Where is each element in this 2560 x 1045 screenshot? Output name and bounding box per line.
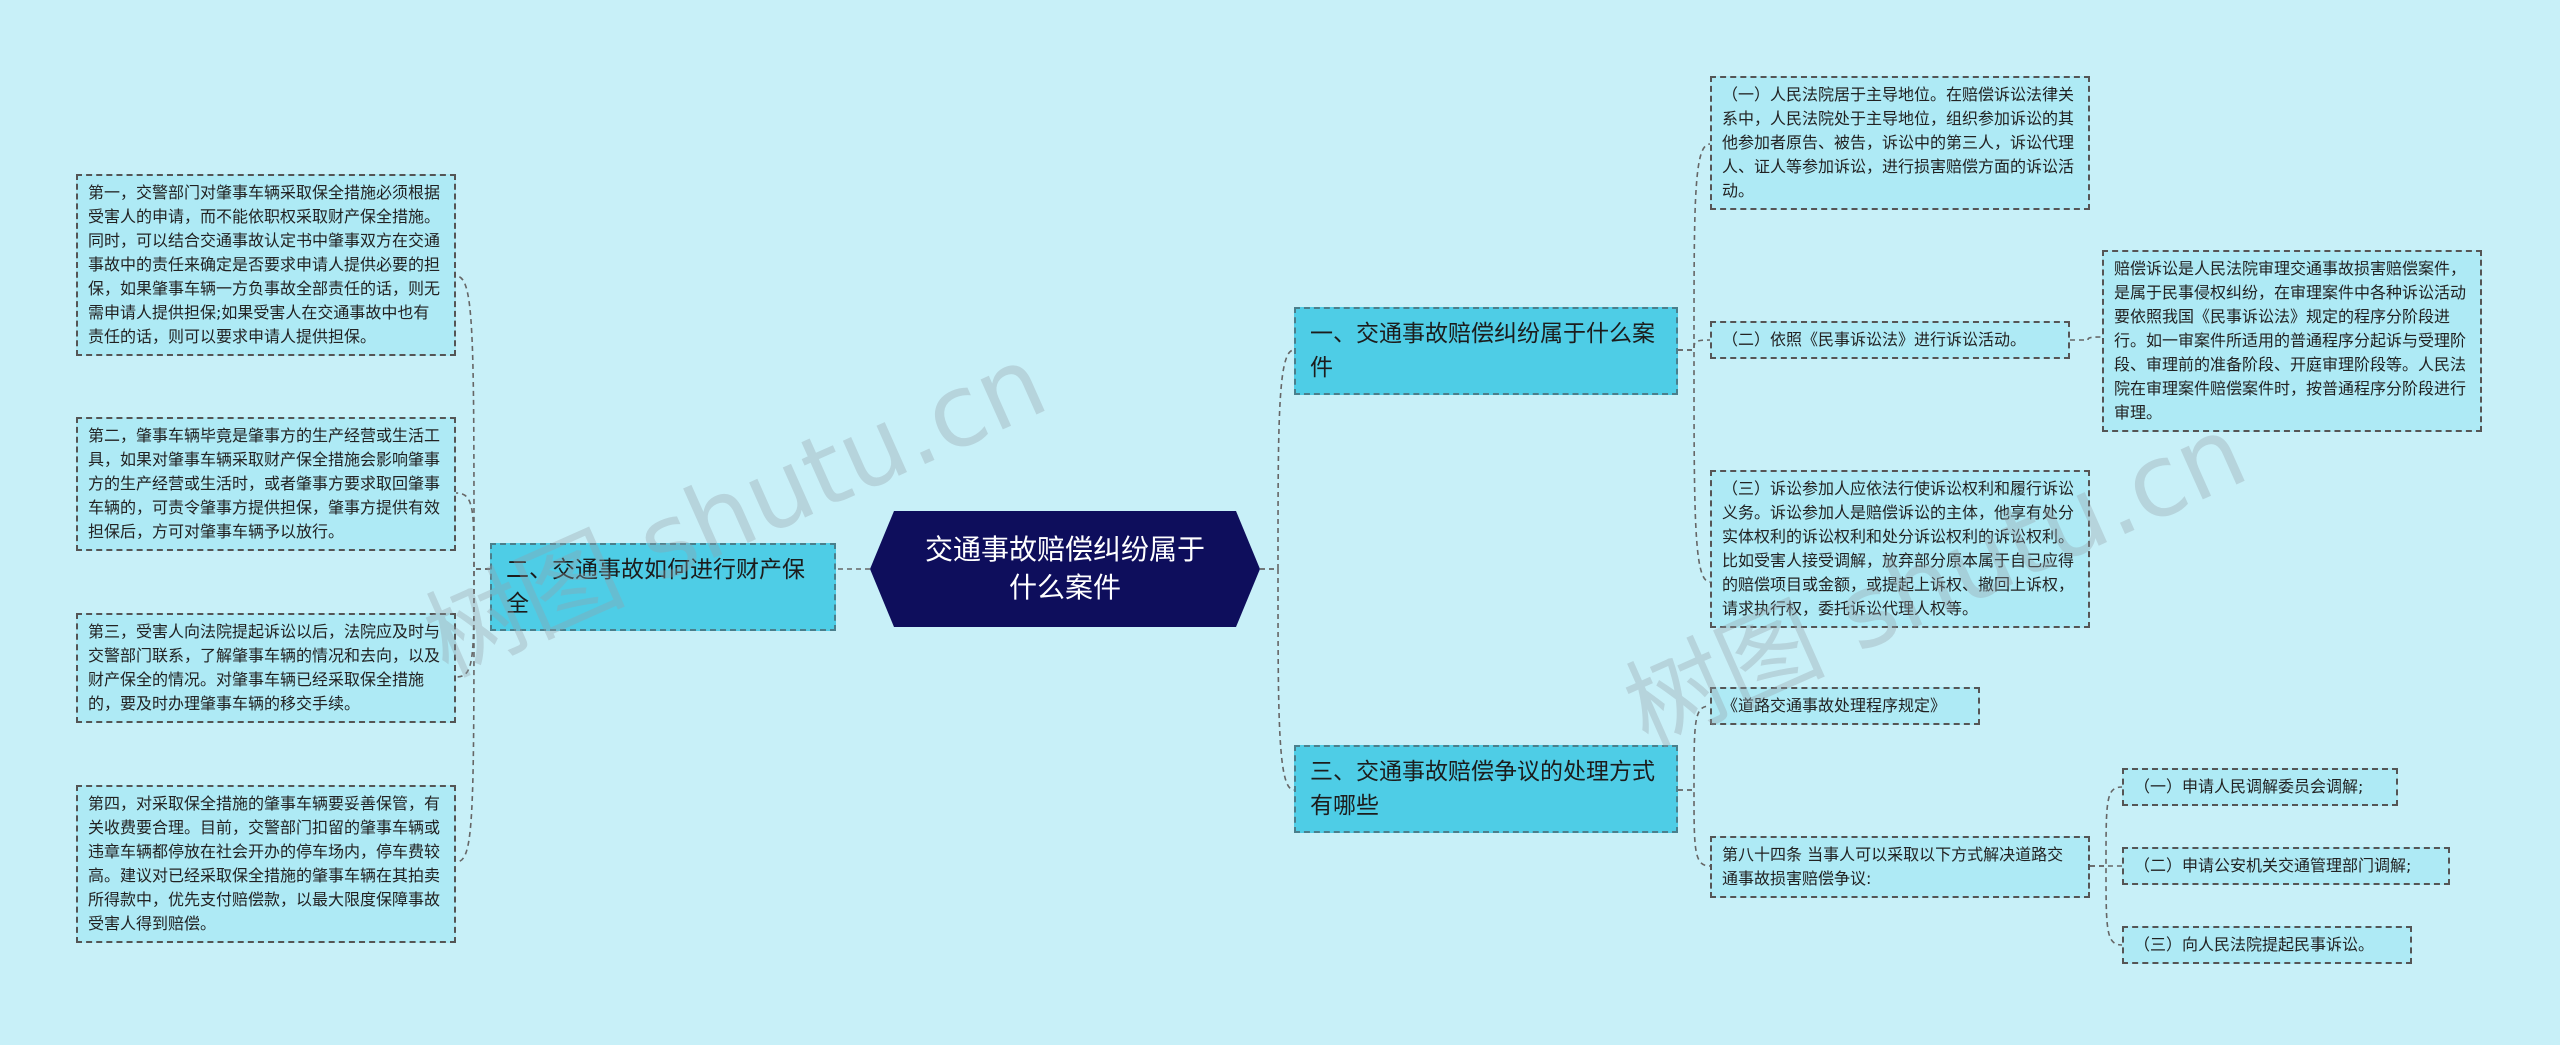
leaf-civil-procedure-law[interactable]: （二）依照《民事诉讼法》进行诉讼活动。 xyxy=(1710,321,2070,359)
connector-b3-c2 xyxy=(1678,789,1711,867)
connector-b3-c1 xyxy=(1678,705,1711,791)
leaf-text: 第四，对采取保全措施的肇事车辆要妥善保管，有关收费要合理。目前，交警部门扣留的肇… xyxy=(88,794,441,933)
leaf-text: （一）申请人民调解委员会调解; xyxy=(2134,777,2364,796)
leaf-text: 赔偿诉讼是人民法院审理交通事故损害赔偿案件，是属于民事侵权纠纷，在审理案件中各种… xyxy=(2114,259,2467,422)
branch-case-type[interactable]: 一、交通事故赔偿纠纷属于什么案件 xyxy=(1294,307,1678,395)
leaf-option-people-mediation[interactable]: （一）申请人民调解委员会调解; xyxy=(2122,768,2398,806)
branch-label: 三、交通事故赔偿争议的处理方式有哪些 xyxy=(1310,759,1655,819)
branch-label: 二、交通事故如何进行财产保全 xyxy=(506,557,805,617)
connector-b2-c2 xyxy=(455,492,490,570)
connector-b2-c1 xyxy=(455,275,490,570)
connector-b1-c3 xyxy=(1678,349,1711,583)
branch-property-preservation[interactable]: 二、交通事故如何进行财产保全 xyxy=(490,543,836,631)
leaf-text: 第八十四条 当事人可以采取以下方式解决道路交通事故损害赔偿争议: xyxy=(1722,845,2064,888)
leaf-text: 第三，受害人向法院提起诉讼以后，法院应及时与交警部门联系，了解肇事车辆的情况和去… xyxy=(88,622,441,713)
root-topic[interactable]: 交通事故赔偿纠纷属于什么案件 xyxy=(870,511,1260,627)
connector-b2-c4 xyxy=(455,568,490,863)
leaf-text: （二）申请公安机关交通管理部门调解; xyxy=(2134,856,2412,875)
leaf-preservation-point-3[interactable]: 第三，受害人向法院提起诉讼以后，法院应及时与交警部门联系，了解肇事车辆的情况和去… xyxy=(76,613,456,723)
branch-dispute-resolution[interactable]: 三、交通事故赔偿争议的处理方式有哪些 xyxy=(1294,745,1678,833)
connector-b1-c2 xyxy=(1678,339,1711,351)
root-topic-title: 交通事故赔偿纠纷属于什么案件 xyxy=(924,533,1205,604)
branch-label: 一、交通事故赔偿纠纷属于什么案件 xyxy=(1310,321,1655,381)
leaf-preservation-point-1[interactable]: 第一，交警部门对肇事车辆采取保全措施必须根据受害人的申请，而不能依职权采取财产保… xyxy=(76,174,456,356)
leaf-option-police-mediation[interactable]: （二）申请公安机关交通管理部门调解; xyxy=(2122,847,2450,885)
leaf-text: 第一，交警部门对肇事车辆采取保全措施必须根据受害人的申请，而不能依职权采取财产保… xyxy=(88,183,441,346)
leaf-civil-procedure-detail[interactable]: 赔偿诉讼是人民法院审理交通事故损害赔偿案件，是属于民事侵权纠纷，在审理案件中各种… xyxy=(2102,250,2482,432)
leaf-text: 《道路交通事故处理程序规定》 xyxy=(1722,696,1947,715)
leaf-text: （二）依照《民事诉讼法》进行诉讼活动。 xyxy=(1722,330,2027,349)
leaf-text: （三）向人民法院提起民事诉讼。 xyxy=(2134,935,2375,954)
leaf-procedure-regulation[interactable]: 《道路交通事故处理程序规定》 xyxy=(1710,687,1980,725)
leaf-text: （三）诉讼参加人应依法行使诉讼权利和履行诉讼义务。诉讼参加人是赔偿诉讼的主体，他… xyxy=(1722,479,2075,618)
connector-root-branch-1 xyxy=(1260,349,1295,570)
leaf-participant-rights[interactable]: （三）诉讼参加人应依法行使诉讼权利和履行诉讼义务。诉讼参加人是赔偿诉讼的主体，他… xyxy=(1710,470,2090,628)
connector-b3-c2-gc3 xyxy=(2090,865,2123,946)
leaf-preservation-point-4[interactable]: 第四，对采取保全措施的肇事车辆要妥善保管，有关收费要合理。目前，交警部门扣留的肇… xyxy=(76,785,456,943)
watermark-left: 树图 shutu.cn xyxy=(408,322,1063,700)
leaf-text: （一）人民法院居于主导地位。在赔偿诉讼法律关系中，人民法院处于主导地位，组织参加… xyxy=(1722,85,2075,200)
leaf-court-leading-role[interactable]: （一）人民法院居于主导地位。在赔偿诉讼法律关系中，人民法院处于主导地位，组织参加… xyxy=(1710,76,2090,210)
leaf-option-civil-lawsuit[interactable]: （三）向人民法院提起民事诉讼。 xyxy=(2122,926,2412,964)
connector-b1-c1 xyxy=(1678,143,1711,351)
connector-b2-c3 xyxy=(455,568,490,678)
connector-b3-c2-gc1 xyxy=(2090,786,2123,867)
connector-b1-c2-gc1 xyxy=(2070,336,2103,341)
leaf-text: 第二，肇事车辆毕竟是肇事方的生产经营或生活工具，如果对肇事车辆采取财产保全措施会… xyxy=(88,426,441,541)
leaf-article-84[interactable]: 第八十四条 当事人可以采取以下方式解决道路交通事故损害赔偿争议: xyxy=(1710,836,2090,898)
connector-root-branch-3 xyxy=(1260,568,1295,791)
leaf-preservation-point-2[interactable]: 第二，肇事车辆毕竟是肇事方的生产经营或生活工具，如果对肇事车辆采取财产保全措施会… xyxy=(76,417,456,551)
